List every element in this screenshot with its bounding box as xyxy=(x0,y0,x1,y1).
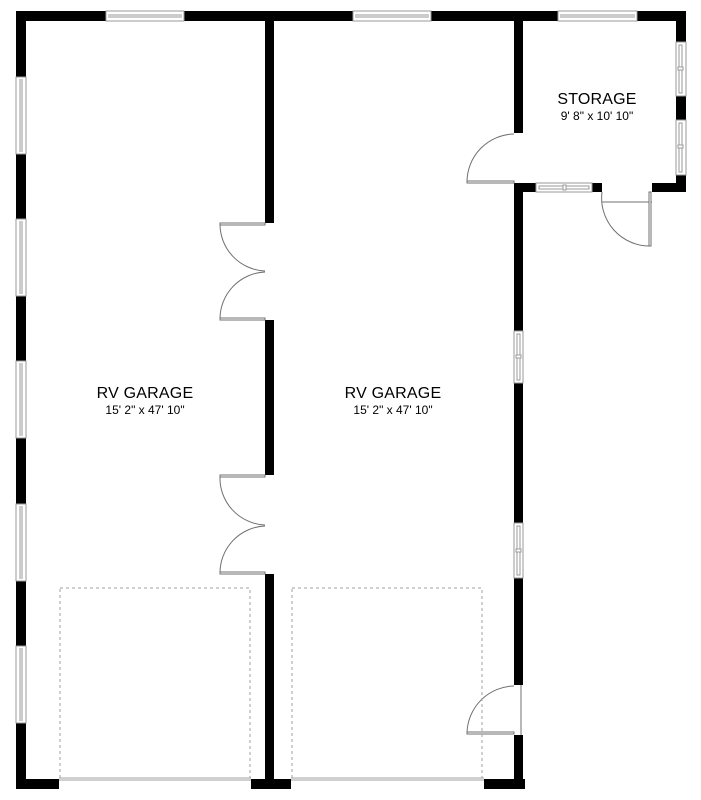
door-garage-side[interactable] xyxy=(466,685,522,735)
wall-bottom-1 xyxy=(16,779,59,789)
window-right-1 xyxy=(513,330,524,384)
wall-bottom-3 xyxy=(484,779,525,789)
room-dimensions: 15' 2" x 47' 10" xyxy=(353,403,433,417)
window-top-left xyxy=(105,10,185,22)
wall-storage-right-1 xyxy=(676,11,686,42)
room-name: RV GARAGE xyxy=(96,385,194,402)
window-left-5 xyxy=(15,645,27,724)
wall-right-4 xyxy=(514,735,523,789)
wall-left-4 xyxy=(16,438,26,504)
wall-storage-bottom-2 xyxy=(592,183,602,192)
room-label-rv-garage-left: RV GARAGE 15' 2" x 47' 10" xyxy=(97,385,194,417)
wall-right-3 xyxy=(514,578,523,685)
wall-top-1 xyxy=(16,11,106,21)
door-storage-exterior[interactable] xyxy=(601,191,652,247)
wall-middle-2 xyxy=(265,320,274,475)
window-right-2 xyxy=(513,522,524,579)
wall-left-3 xyxy=(16,296,26,361)
doors xyxy=(219,133,652,735)
wall-storage-right-2 xyxy=(676,96,686,120)
wall-top-4 xyxy=(637,11,686,21)
window-left-1 xyxy=(15,76,27,155)
windows xyxy=(15,10,687,724)
room-label-rv-garage-right: RV GARAGE 15' 2" x 47' 10" xyxy=(345,385,442,417)
garage-doors xyxy=(59,587,484,781)
wall-left-2 xyxy=(16,154,26,219)
garage-door-right[interactable] xyxy=(291,587,484,781)
wall-top-3 xyxy=(431,11,558,21)
room-dimensions: 15' 2" x 47' 10" xyxy=(105,403,185,417)
wall-storage-bottom-1 xyxy=(514,183,536,192)
window-storage-right-2 xyxy=(675,119,687,176)
wall-storage-right-3 xyxy=(676,175,686,192)
wall-right-1 xyxy=(514,183,523,331)
walls xyxy=(16,11,686,789)
room-name: STORAGE xyxy=(557,91,637,108)
room-name: RV GARAGE xyxy=(344,385,442,402)
wall-left-1 xyxy=(16,11,26,77)
wall-right-2 xyxy=(514,383,523,523)
door-middle-lower[interactable] xyxy=(219,474,266,575)
window-left-2 xyxy=(15,218,27,297)
room-dimensions: 9' 8" x 10' 10" xyxy=(560,109,634,123)
window-left-3 xyxy=(15,360,27,439)
wall-middle-1 xyxy=(265,11,274,223)
window-storage-right-1 xyxy=(675,41,687,97)
wall-left-5 xyxy=(16,581,26,646)
wall-middle-3 xyxy=(265,574,274,789)
window-top-middle xyxy=(352,10,432,22)
garage-door-left[interactable] xyxy=(59,587,251,781)
door-middle-upper[interactable] xyxy=(219,222,266,321)
wall-left-6 xyxy=(16,723,26,789)
wall-storage-left-1 xyxy=(514,11,523,133)
wall-storage-bottom-3 xyxy=(652,183,686,192)
window-storage-bottom xyxy=(535,182,593,193)
window-left-4 xyxy=(15,503,27,582)
door-storage-entry[interactable] xyxy=(466,133,515,184)
window-top-storage xyxy=(557,10,638,22)
room-label-storage: STORAGE 9' 8" x 10' 10" xyxy=(557,91,636,123)
